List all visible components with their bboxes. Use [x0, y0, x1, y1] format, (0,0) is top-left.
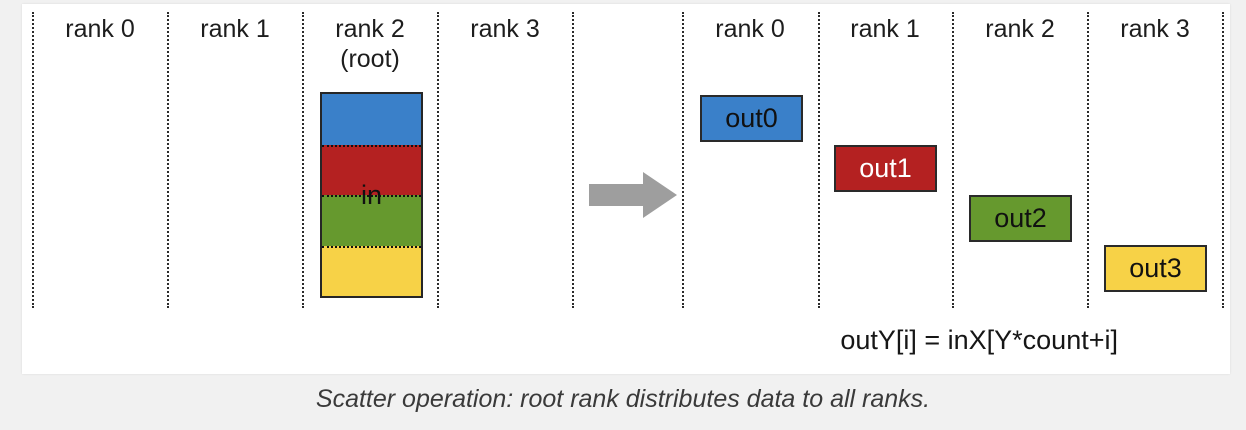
rank-divider-3	[437, 12, 439, 308]
right-rank-label-3: rank 3	[1089, 14, 1221, 44]
rank-divider-6	[818, 12, 820, 308]
input-chunk-0	[322, 94, 421, 145]
right-rank-label-2: rank 2	[954, 14, 1086, 44]
rank-divider-2	[302, 12, 304, 308]
right-rank-label-1: rank 1	[819, 14, 951, 44]
input-chunk-2	[322, 195, 421, 246]
left-rank-label-2: rank 2 (root)	[304, 14, 436, 74]
rank-divider-7	[952, 12, 954, 308]
output-box-2-label: out2	[994, 203, 1047, 233]
output-box-0: out0	[700, 95, 803, 142]
right-rank-label-0-text: rank 0	[715, 15, 785, 43]
right-rank-label-1-text: rank 1	[850, 15, 920, 43]
right-rank-label-0: rank 0	[684, 14, 816, 44]
left-rank-label-0-text: rank 0	[65, 15, 135, 43]
scatter-formula: outY[i] = inX[Y*count+i]	[840, 325, 1118, 355]
rank-divider-9	[1222, 12, 1224, 308]
left-rank-label-2-sub: (root)	[340, 45, 400, 73]
input-chunk-1	[322, 144, 421, 195]
left-rank-label-3-text: rank 3	[470, 15, 540, 43]
left-rank-label-1: rank 1	[169, 14, 301, 44]
rank-divider-4	[572, 12, 574, 308]
left-rank-label-1-text: rank 1	[200, 15, 270, 43]
rank-divider-0	[32, 12, 34, 308]
output-box-3-label: out3	[1129, 253, 1182, 283]
rank-divider-1	[167, 12, 169, 308]
right-rank-label-2-text: rank 2	[985, 15, 1055, 43]
rank-divider-8	[1087, 12, 1089, 308]
output-box-1-label: out1	[859, 153, 912, 183]
rank-divider-5	[682, 12, 684, 308]
left-rank-label-0: rank 0	[34, 14, 166, 44]
output-box-1: out1	[834, 145, 937, 192]
right-arrow-icon	[589, 172, 677, 218]
figure-caption: Scatter operation: root rank distributes…	[315, 385, 931, 413]
input-buffer-label: in	[360, 179, 382, 210]
left-rank-label-2-text: rank 2	[335, 15, 405, 43]
output-box-2: out2	[969, 195, 1072, 242]
left-rank-label-3: rank 3	[439, 14, 571, 44]
input-buffer-stack	[320, 92, 423, 298]
output-box-3: out3	[1104, 245, 1207, 292]
input-chunk-3	[322, 245, 421, 296]
right-rank-label-3-text: rank 3	[1120, 15, 1190, 43]
output-box-0-label: out0	[725, 103, 778, 133]
